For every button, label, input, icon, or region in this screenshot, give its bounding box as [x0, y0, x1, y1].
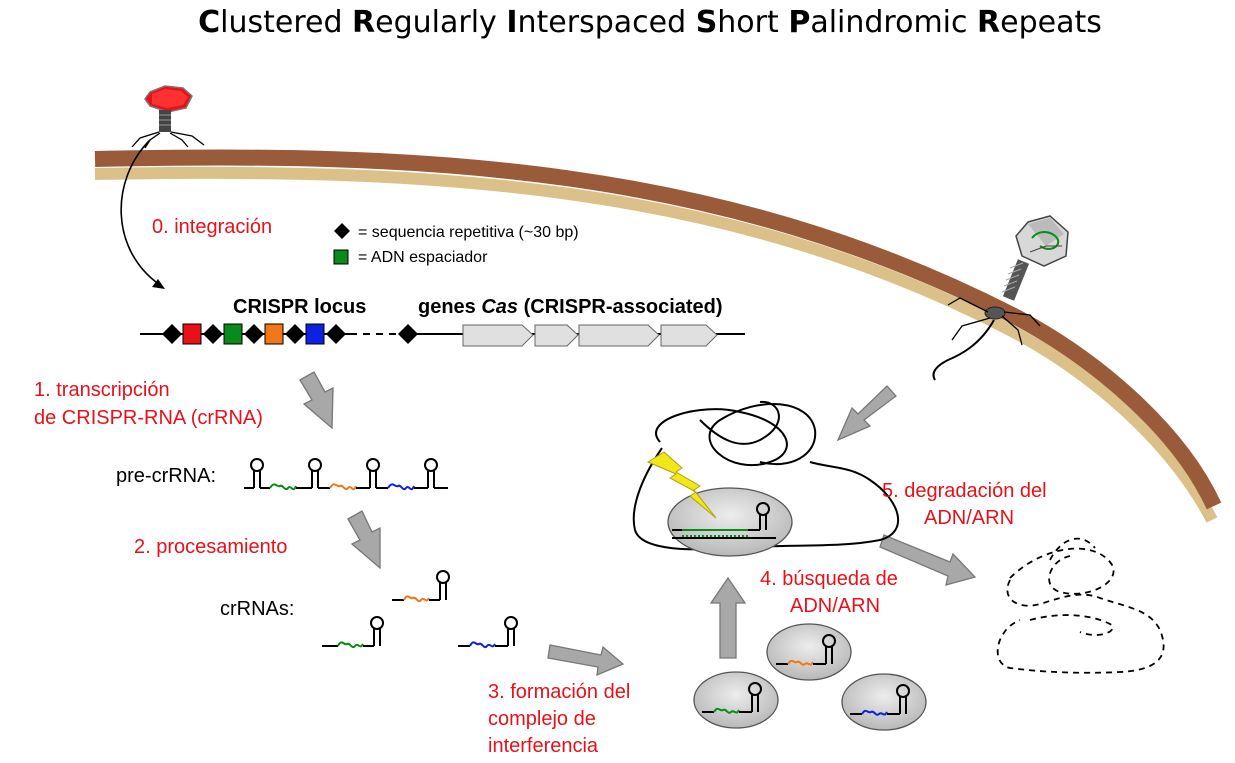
step-3-label-2: complejo de [488, 708, 596, 730]
lightning-icon [646, 451, 717, 519]
interference-complex-orange [766, 623, 852, 681]
cas-genes-label: genes Cas (CRISPR-associated) [418, 296, 723, 318]
cell-membrane [94, 149, 1222, 523]
step-5-label: 5. degradación del [882, 480, 1047, 502]
step-1-label: 1. transcripción [34, 379, 170, 401]
crrna-blue [458, 616, 518, 649]
repeat-diamond-icon [334, 223, 350, 239]
target-complex [667, 487, 793, 557]
flow-arrow [347, 510, 381, 570]
step-5-label-2: ADN/ARN [924, 507, 1014, 529]
crispr-locus-dna [140, 323, 745, 347]
legend-repeat-label: = sequencia repetitiva (~30 bp) [358, 224, 579, 241]
pre-crrna [244, 458, 448, 491]
flow-arrow [547, 644, 625, 677]
page-title: Clustered Regularly Interspaced Short Pa… [198, 5, 1102, 40]
flow-arrow [836, 385, 897, 442]
step-1-label-2: de CRISPR-RNA (crRNA) [34, 407, 263, 429]
step-0-label: 0. integración [152, 216, 272, 238]
step-4-label: 4. búsqueda de [760, 568, 898, 590]
flow-arrow [709, 576, 747, 659]
interference-complex-green [693, 671, 779, 729]
step-3-label: 3. formación del [488, 681, 630, 703]
interference-complex-blue [841, 673, 927, 731]
crrna-green [322, 616, 384, 649]
legend-spacer-label: = ADN espaciador [358, 249, 488, 266]
flow-arrow [879, 534, 977, 586]
pre-crrna-label: pre-crRNA: [116, 465, 216, 487]
legend: = sequencia repetitiva (~30 bp) = ADN es… [333, 223, 579, 266]
step-4-label-2: ADN/ARN [790, 595, 880, 617]
crispr-locus-label: CRISPR locus [233, 296, 366, 318]
crrnas-label: crRNAs: [220, 598, 294, 620]
spacer-square-icon [333, 249, 349, 265]
step-2-label: 2. procesamiento [134, 536, 287, 558]
degraded-dna [996, 537, 1165, 674]
step-3-label-3: interferencia [488, 735, 599, 757]
flow-arrow [299, 371, 334, 430]
crrna-orange [392, 570, 450, 603]
phage-dna-tangle [632, 400, 899, 551]
phage-icon [932, 215, 1069, 381]
integration-arrow [120, 139, 165, 289]
phage-icon [131, 85, 205, 149]
